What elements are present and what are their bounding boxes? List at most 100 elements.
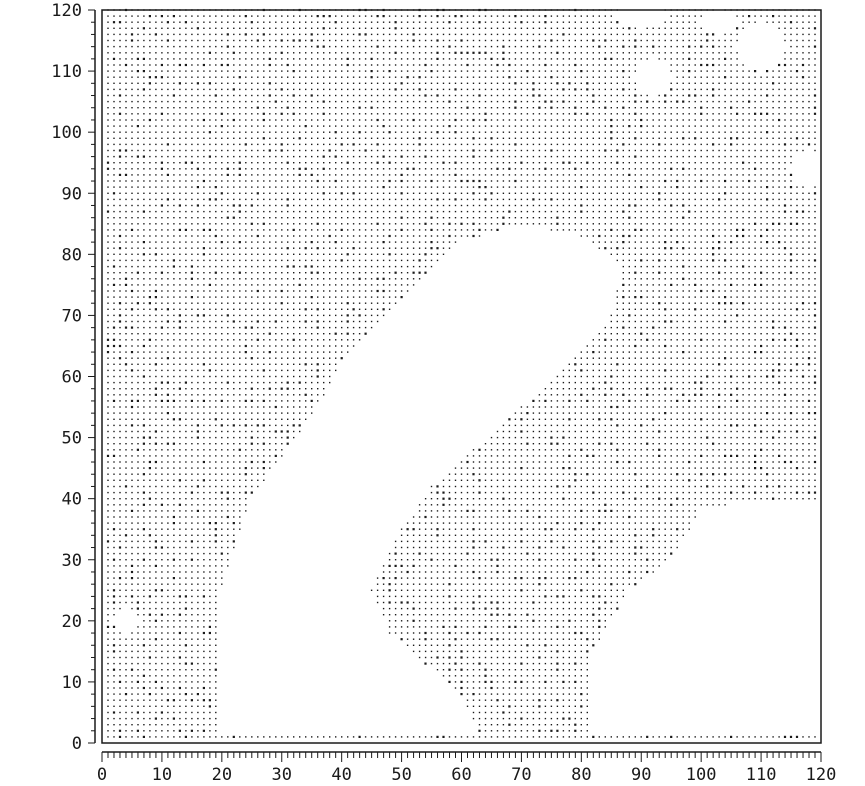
- data-point: [269, 430, 271, 433]
- data-point: [772, 345, 774, 347]
- data-point: [562, 589, 565, 591]
- data-point: [682, 393, 685, 396]
- data-point: [622, 516, 624, 518]
- data-point: [502, 565, 505, 567]
- data-point: [203, 375, 205, 378]
- data-point: [562, 736, 565, 738]
- plot-area: [101, 8, 822, 744]
- data-point: [532, 717, 535, 720]
- data-point: [197, 681, 199, 683]
- data-point: [466, 687, 469, 689]
- data-point: [658, 375, 660, 378]
- data-point: [568, 638, 570, 640]
- data-point: [460, 504, 463, 506]
- data-point: [508, 650, 511, 653]
- data-point: [388, 632, 391, 634]
- data-point: [760, 351, 763, 354]
- data-point: [185, 369, 187, 372]
- data-point: [622, 455, 624, 457]
- data-point: [520, 614, 523, 616]
- data-point: [814, 406, 816, 408]
- data-point: [772, 473, 774, 475]
- data-point: [466, 455, 469, 457]
- data-point: [712, 418, 714, 420]
- data-point: [772, 338, 775, 341]
- data-point: [436, 522, 439, 524]
- data-point: [166, 412, 169, 415]
- data-point: [694, 424, 696, 427]
- data-point: [586, 656, 588, 659]
- data-point: [472, 601, 475, 604]
- data-point: [634, 344, 637, 348]
- data-point: [472, 620, 475, 622]
- data-point: [406, 570, 409, 574]
- data-point: [239, 436, 241, 439]
- data-point: [197, 473, 199, 475]
- data-point: [664, 351, 666, 353]
- data-point: [790, 485, 792, 488]
- data-point: [418, 510, 421, 512]
- data-point: [490, 479, 493, 481]
- data-point: [646, 552, 648, 555]
- data-point: [245, 485, 247, 488]
- data-point: [586, 510, 588, 512]
- data-point: [251, 369, 253, 372]
- data-point: [173, 534, 175, 536]
- data-point: [814, 388, 816, 390]
- data-point: [400, 595, 403, 598]
- data-point: [568, 534, 570, 536]
- data-point: [706, 326, 708, 329]
- data-point: [215, 656, 217, 659]
- data-point: [766, 314, 768, 317]
- data-point: [670, 406, 672, 408]
- data-point: [113, 418, 115, 420]
- data-point: [514, 650, 517, 653]
- data-point: [610, 571, 612, 573]
- data-point: [118, 680, 122, 683]
- data-point: [107, 687, 109, 689]
- data-point: [209, 681, 211, 683]
- data-point: [418, 540, 421, 543]
- data-point: [538, 614, 541, 616]
- data-point: [119, 461, 121, 463]
- data-point: [161, 650, 163, 653]
- data-point: [808, 406, 810, 408]
- data-point: [784, 400, 786, 402]
- data-point: [155, 467, 157, 469]
- data-point: [556, 461, 559, 463]
- data-point: [460, 577, 463, 579]
- data-point: [155, 595, 157, 598]
- data-point: [700, 504, 702, 506]
- data-point: [454, 546, 457, 549]
- data-point: [580, 552, 582, 555]
- data-point: [682, 430, 684, 433]
- data-point: [184, 644, 187, 647]
- data-point: [149, 675, 151, 677]
- data-point: [155, 333, 157, 335]
- data-point: [143, 479, 145, 481]
- data-point: [484, 724, 487, 726]
- data-point: [622, 559, 624, 561]
- data-point: [718, 467, 720, 469]
- data-point: [418, 504, 421, 506]
- data-point: [676, 449, 678, 451]
- data-point: [460, 461, 463, 463]
- data-point: [496, 662, 499, 665]
- data-point: [137, 516, 139, 518]
- data-point: [592, 454, 595, 457]
- data-point: [640, 351, 642, 353]
- data-point: [233, 357, 235, 359]
- data-point: [118, 577, 122, 580]
- data-point: [107, 430, 109, 433]
- data-point: [484, 632, 487, 634]
- data-point: [568, 363, 570, 365]
- data-point: [113, 699, 115, 701]
- data-point: [688, 351, 690, 353]
- data-point: [808, 320, 810, 323]
- data-point: [107, 394, 109, 396]
- data-point: [592, 406, 594, 408]
- data-point: [137, 412, 139, 414]
- data-point: [191, 424, 193, 427]
- data-point: [137, 724, 139, 726]
- data-point: [760, 326, 762, 329]
